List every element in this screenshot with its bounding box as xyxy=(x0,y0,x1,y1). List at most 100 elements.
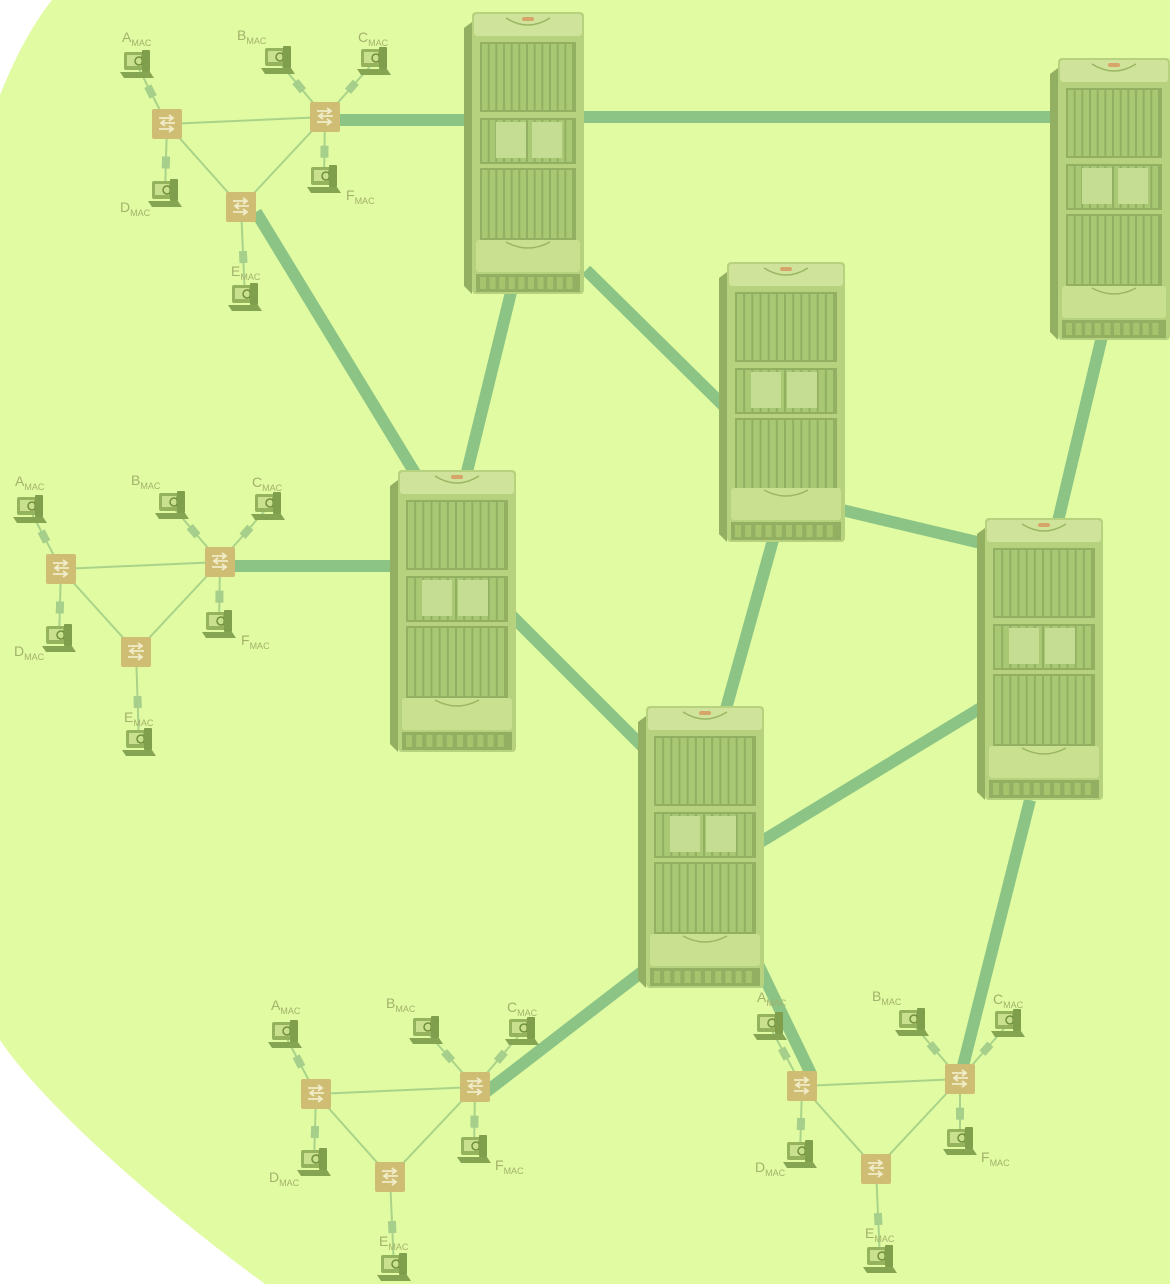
access-site: AMAC BMAC CMAC DMAC EMAC FMAC xyxy=(120,27,391,311)
trunk-link xyxy=(956,798,1036,1072)
access-link xyxy=(135,561,221,653)
host-mac-label: AMAC xyxy=(271,997,301,1016)
switch-icon xyxy=(375,1162,405,1192)
desktop-computer-icon xyxy=(783,1140,817,1168)
cable-connector xyxy=(387,1220,397,1234)
trunk-link xyxy=(581,265,743,425)
chassis-router-icon xyxy=(638,706,764,988)
switch-icon xyxy=(310,102,340,132)
host-mac-label: CMAC xyxy=(252,474,283,493)
desktop-computer-icon xyxy=(297,1148,331,1176)
chassis-router-icon xyxy=(390,470,516,752)
switch-icon xyxy=(46,554,76,584)
desktop-computer-icon xyxy=(120,50,154,78)
host-mac-label: BMAC xyxy=(237,27,267,46)
trunk-link xyxy=(1048,326,1110,540)
host-mac-label: EMAC xyxy=(231,263,261,282)
desktop-computer-icon xyxy=(307,165,341,193)
core-routers-layer xyxy=(390,12,1170,988)
desktop-computer-icon xyxy=(13,495,47,523)
trunk-link xyxy=(482,953,664,1097)
cable-connector xyxy=(470,1115,479,1128)
cable-connector xyxy=(238,250,248,264)
cable-connector xyxy=(239,524,254,539)
switch-icon xyxy=(787,1071,817,1101)
links-layer xyxy=(234,111,1110,1097)
cable-connector xyxy=(956,1107,964,1120)
trunk-link xyxy=(840,504,1004,554)
cable-connector xyxy=(133,695,142,709)
cable-connector xyxy=(778,1046,791,1061)
host-mac-label: CMAC xyxy=(358,29,389,48)
access-link xyxy=(60,561,221,570)
chassis-router-icon xyxy=(464,12,584,294)
cable-connector xyxy=(186,524,201,539)
host-mac-label: EMAC xyxy=(124,709,154,728)
cable-connector xyxy=(215,590,224,603)
host-mac-label: AMAC xyxy=(757,989,787,1008)
switch-icon xyxy=(121,637,151,667)
host-mac-label: DMAC xyxy=(755,1159,786,1178)
host-mac-label: CMAC xyxy=(993,991,1024,1010)
host-mac-label: DMAC xyxy=(14,643,45,662)
cable-connector xyxy=(55,601,65,614)
host-mac-label: DMAC xyxy=(269,1169,300,1188)
cable-connector xyxy=(161,156,171,169)
host-mac-label: EMAC xyxy=(379,1233,409,1252)
desktop-computer-icon xyxy=(148,179,182,207)
host-mac-label: BMAC xyxy=(131,472,161,491)
switch-icon xyxy=(945,1064,975,1094)
cable-connector xyxy=(292,1054,306,1069)
desktop-computer-icon xyxy=(251,492,285,520)
host-mac-label: FMAC xyxy=(346,187,375,206)
trunk-link xyxy=(750,700,988,852)
host-mac-label: AMAC xyxy=(15,473,45,492)
host-mac-label: FMAC xyxy=(241,632,270,651)
desktop-computer-icon xyxy=(261,46,295,74)
cable-connector xyxy=(796,1117,806,1131)
switch-icon xyxy=(226,192,256,222)
chassis-router-icon xyxy=(1050,58,1170,340)
host-mac-label: AMAC xyxy=(122,29,152,48)
cable-connector xyxy=(979,1041,994,1056)
cable-connector xyxy=(144,84,157,99)
cable-connector xyxy=(310,1125,320,1139)
desktop-computer-icon xyxy=(155,491,189,519)
desktop-computer-icon xyxy=(377,1253,411,1281)
cable-connector xyxy=(320,145,329,158)
host-mac-label: BMAC xyxy=(872,988,902,1007)
desktop-computer-icon xyxy=(268,1020,302,1048)
desktop-computer-icon xyxy=(228,283,262,311)
trunk-link xyxy=(750,957,818,1079)
switch-icon xyxy=(152,109,182,139)
desktop-computer-icon xyxy=(505,1017,539,1045)
host-mac-label: DMAC xyxy=(120,199,151,218)
access-link xyxy=(240,116,326,208)
access-link xyxy=(801,1078,961,1087)
desktop-computer-icon xyxy=(991,1009,1025,1037)
trunk-link xyxy=(718,520,784,718)
cable-connector xyxy=(441,1049,456,1064)
desktop-computer-icon xyxy=(409,1016,443,1044)
switch-icon xyxy=(301,1079,331,1109)
host-mac-label: FMAC xyxy=(981,1149,1010,1168)
desktop-computer-icon xyxy=(943,1127,977,1155)
host-mac-label: CMAC xyxy=(507,999,538,1018)
cable-connector xyxy=(873,1212,883,1226)
switch-icon xyxy=(205,547,235,577)
access-site: AMAC BMAC CMAC DMAC EMAC FMAC xyxy=(13,472,285,756)
cable-connector xyxy=(292,79,307,94)
switch-icon xyxy=(460,1072,490,1102)
cable-connector xyxy=(926,1041,941,1056)
access-sites-layer: AMAC BMAC CMAC DMAC EMAC FMAC AMAC BMAC CMAC DMAC… xyxy=(13,27,1025,1281)
trunk-link xyxy=(250,208,424,482)
chassis-router-icon xyxy=(719,262,845,542)
switch-icon xyxy=(861,1154,891,1184)
trunk-link xyxy=(458,278,520,486)
desktop-computer-icon xyxy=(122,728,156,756)
access-link xyxy=(875,1078,961,1170)
chassis-router-icon xyxy=(977,518,1103,800)
